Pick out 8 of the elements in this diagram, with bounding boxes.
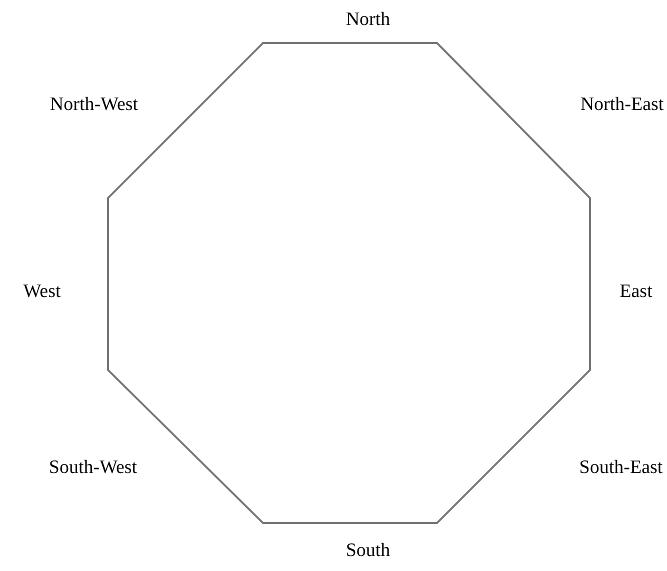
direction-label: North	[346, 9, 390, 31]
direction-label: North-West	[50, 94, 138, 116]
direction-label: South-East	[579, 457, 663, 479]
direction-label: East	[620, 281, 652, 303]
direction-label: North-East	[580, 94, 664, 116]
direction-label: South	[346, 540, 390, 562]
direction-label: West	[23, 281, 61, 303]
direction-label: South-West	[48, 457, 138, 479]
